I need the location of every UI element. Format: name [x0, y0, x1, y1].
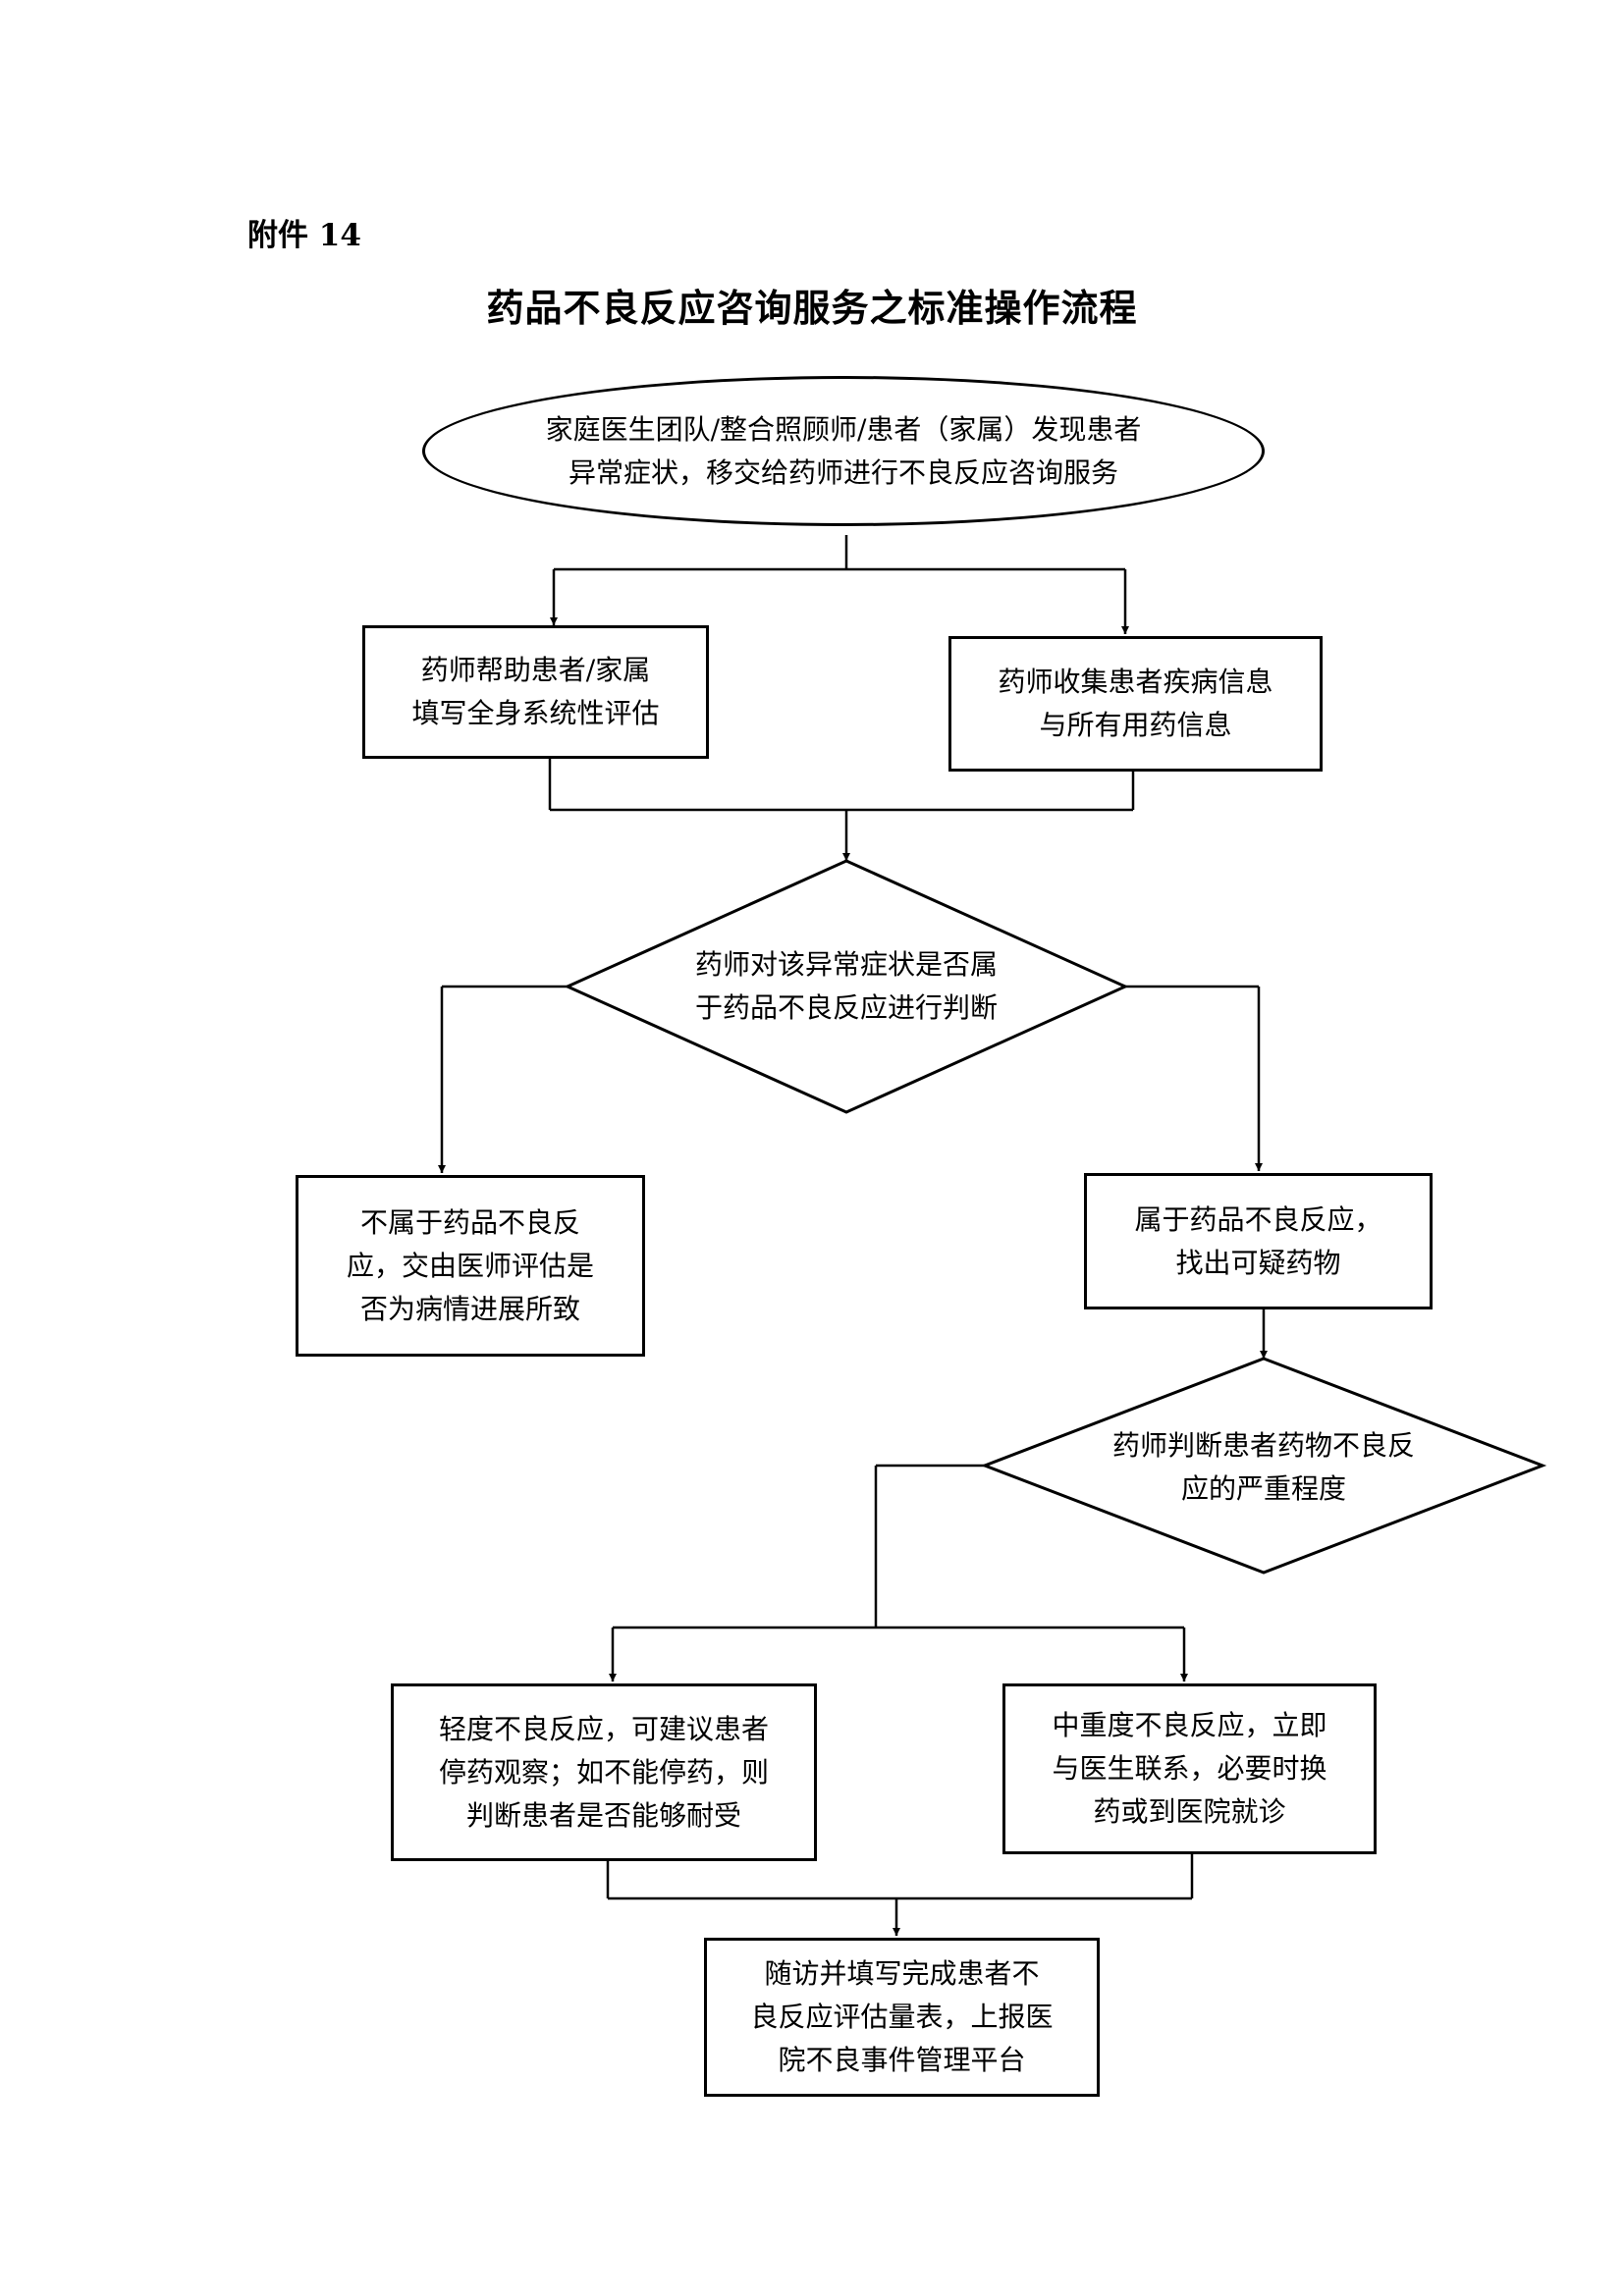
- start-node-text: 家庭医生团队/整合照顾师/患者（家属）发现患者 异常症状，移交给药师进行不良反应…: [545, 412, 1142, 489]
- not-adr-box: 不属于药品不良反 应，交由医师评估是 否为病情进展所致: [296, 1175, 645, 1357]
- assess-box: 药师帮助患者/家属 填写全身系统性评估: [362, 625, 709, 759]
- attachment-label: 附件 14: [247, 218, 361, 253]
- start-node: 家庭医生团队/整合照顾师/患者（家属）发现患者 异常症状，移交给药师进行不良反应…: [422, 376, 1265, 526]
- mild-box: 轻度不良反应，可建议患者 停药观察；如不能停药，则 判断患者是否能够耐受: [391, 1683, 817, 1861]
- mild-box-text: 轻度不良反应，可建议患者 停药观察；如不能停药，则 判断患者是否能够耐受: [438, 1712, 769, 1832]
- collect-box: 药师收集患者疾病信息 与所有用药信息: [948, 636, 1323, 772]
- decision-diamond-adr: [564, 859, 1129, 1114]
- collect-box-text: 药师收集患者疾病信息 与所有用药信息: [998, 666, 1273, 741]
- followup-box-text: 随访并填写完成患者不 良反应评估量表，上报医 院不良事件管理平台: [750, 1957, 1054, 2076]
- severity-decision-text: 药师判断患者药物不良反 应的严重程度: [1111, 1429, 1415, 1505]
- not-adr-box-text: 不属于药品不良反 应，交由医师评估是 否为病情进展所致: [346, 1205, 594, 1325]
- decision-diamond-severity: [980, 1357, 1547, 1575]
- is-adr-box: 属于药品不良反应， 找出可疑药物: [1084, 1173, 1433, 1309]
- assess-box-text: 药师帮助患者/家属 填写全身系统性评估: [411, 654, 660, 729]
- is-adr-box-text: 属于药品不良反应， 找出可疑药物: [1134, 1202, 1382, 1279]
- followup-box: 随访并填写完成患者不 良反应评估量表，上报医 院不良事件管理平台: [704, 1938, 1100, 2097]
- severe-box: 中重度不良反应，立即 与医生联系，必要时换 药或到医院就诊: [1002, 1683, 1377, 1854]
- severe-box-text: 中重度不良反应，立即 与医生联系，必要时换 药或到医院就诊: [1052, 1709, 1327, 1828]
- decision-adr-text: 药师对该异常症状是否属 于药品不良反应进行判断: [694, 948, 998, 1024]
- page-title: 药品不良反应咨询服务之标准操作流程: [486, 286, 1138, 330]
